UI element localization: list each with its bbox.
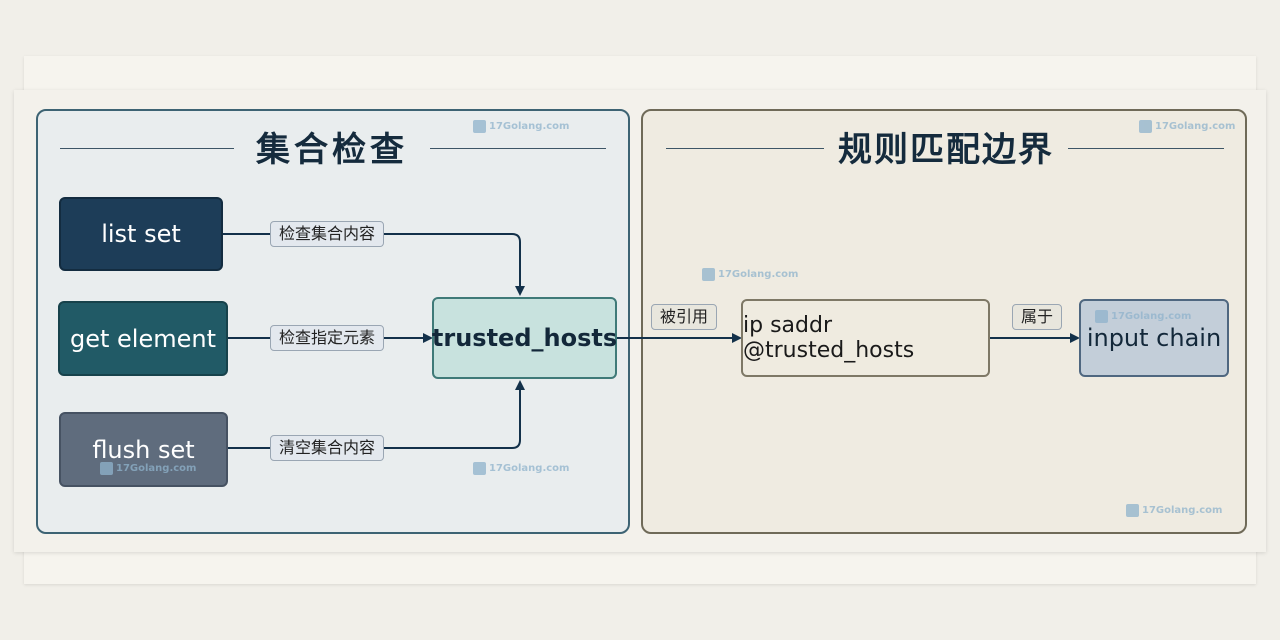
watermark-logo-icon bbox=[100, 462, 113, 475]
watermark: 17Golang.com bbox=[473, 120, 569, 133]
rule-match-title: 规则匹配边界 bbox=[838, 130, 1054, 170]
watermark-logo-icon bbox=[1139, 120, 1152, 133]
left-title-rule-right bbox=[430, 148, 606, 149]
arrow-list-to-trusted bbox=[222, 233, 525, 296]
watermark: 17Golang.com bbox=[473, 462, 569, 475]
list-set-node: list set bbox=[59, 197, 223, 271]
get-element-node: get element bbox=[58, 301, 228, 376]
set-check-title: 集合检查 bbox=[256, 130, 408, 170]
edge-label-belongs: 属于 bbox=[1012, 304, 1063, 330]
watermark-logo-icon bbox=[1095, 310, 1108, 323]
left-title-rule-left bbox=[60, 148, 234, 149]
arrow-flush-to-trusted bbox=[227, 380, 525, 449]
edge-label-list: 检查集合内容 bbox=[270, 221, 385, 247]
edge-label-get: 检查指定元素 bbox=[270, 325, 385, 351]
watermark-logo-icon bbox=[1126, 504, 1139, 517]
watermark-logo-icon bbox=[473, 462, 486, 475]
watermark: 17Golang.com bbox=[1095, 310, 1191, 323]
edge-label-referenced: 被引用 bbox=[651, 304, 718, 330]
trusted-hosts-node: trusted_hosts bbox=[432, 297, 617, 379]
watermark-logo-icon bbox=[702, 268, 715, 281]
watermark-logo-icon bbox=[473, 120, 486, 133]
watermark: 17Golang.com bbox=[1126, 504, 1222, 517]
watermark: 17Golang.com bbox=[702, 268, 798, 281]
watermark: 17Golang.com bbox=[100, 462, 196, 475]
watermark: 17Golang.com bbox=[1139, 120, 1235, 133]
right-title-rule-left bbox=[666, 148, 824, 149]
rule-match-node: ip saddr @trusted_hosts bbox=[741, 299, 990, 377]
right-title-rule-right bbox=[1068, 148, 1224, 149]
edge-label-flush: 清空集合内容 bbox=[270, 435, 385, 461]
flush-set-node: flush set bbox=[59, 412, 228, 487]
